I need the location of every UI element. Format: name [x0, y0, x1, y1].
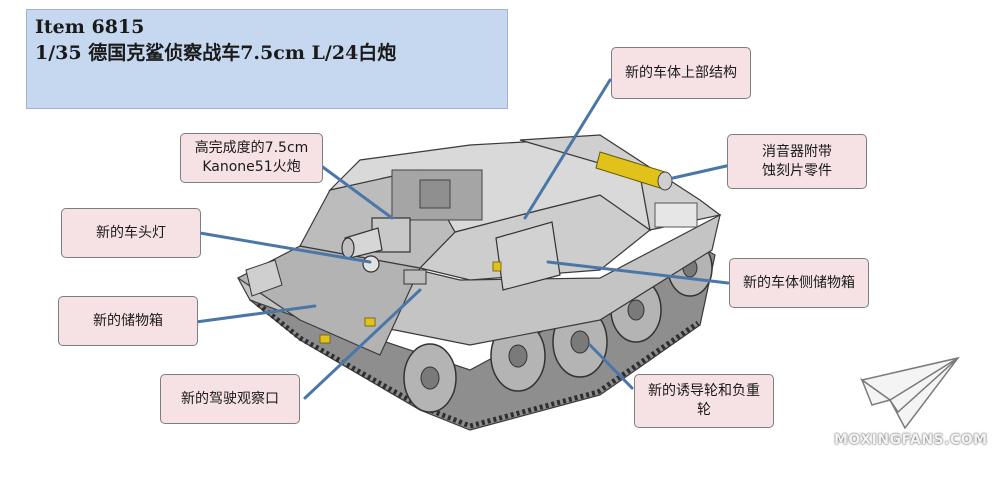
callout-side-storage-text: 新的车体侧储物箱 — [743, 274, 855, 291]
side-storage-box — [495, 221, 561, 291]
callout-wheels-text-2: 轮 — [697, 402, 711, 418]
interior-block — [419, 179, 451, 209]
callout-side-storage: 新的车体侧储物箱 — [729, 258, 869, 308]
watermark-text: MOXINGFANS.COM — [834, 432, 988, 448]
marker-light — [492, 261, 502, 272]
callout-storage-text: 新的储物箱 — [93, 312, 163, 329]
callout-muffler: 消音器附带 蚀刻片零件 — [727, 134, 867, 189]
leader-lines — [194, 78, 746, 400]
wheel-hubs — [420, 258, 698, 390]
callout-gun-text-1: 高完成度的7.5cm — [194, 140, 309, 156]
callout-headlight-text: 新的车头灯 — [96, 224, 166, 241]
header-box: Item 6815 1/35 德国克鲨侦察战车7.5cm L/24白炮 — [26, 9, 508, 109]
callout-muffler-text-2: 蚀刻片零件 — [762, 162, 832, 179]
callout-upper-hull: 新的车体上部结构 — [611, 47, 751, 99]
marker-light — [364, 317, 376, 327]
front-glacis — [236, 245, 421, 356]
callout-wheels-text-1: 新的诱导轮和负重 — [648, 383, 760, 399]
callout-wheels: 新的诱导轮和负重 轮 — [634, 374, 774, 428]
rear-grille — [654, 202, 698, 228]
headlight — [362, 255, 380, 273]
callout-gun-text-2: Kanone51火炮 — [202, 159, 301, 175]
driver-vision-port — [403, 269, 427, 285]
callout-driver-port-text: 新的驾驶观察口 — [181, 390, 279, 407]
callout-muffler-text-1: 消音器附带 — [762, 143, 832, 160]
callout-gun: 高完成度的7.5cm Kanone51火炮 — [180, 133, 323, 183]
callout-storage: 新的储物箱 — [58, 296, 198, 346]
front-storage-box — [245, 259, 283, 297]
product-title: 1/35 德国克鲨侦察战车7.5cm L/24白炮 — [35, 42, 397, 64]
callout-driver-port: 新的驾驶观察口 — [160, 374, 300, 424]
muffler-end — [657, 171, 673, 191]
callout-headlight: 新的车头灯 — [61, 208, 201, 258]
item-number: Item 6815 — [35, 16, 145, 38]
gun-muzzle — [341, 237, 355, 259]
callout-upper-hull-text: 新的车体上部结构 — [625, 64, 737, 81]
marker-light — [319, 334, 331, 344]
